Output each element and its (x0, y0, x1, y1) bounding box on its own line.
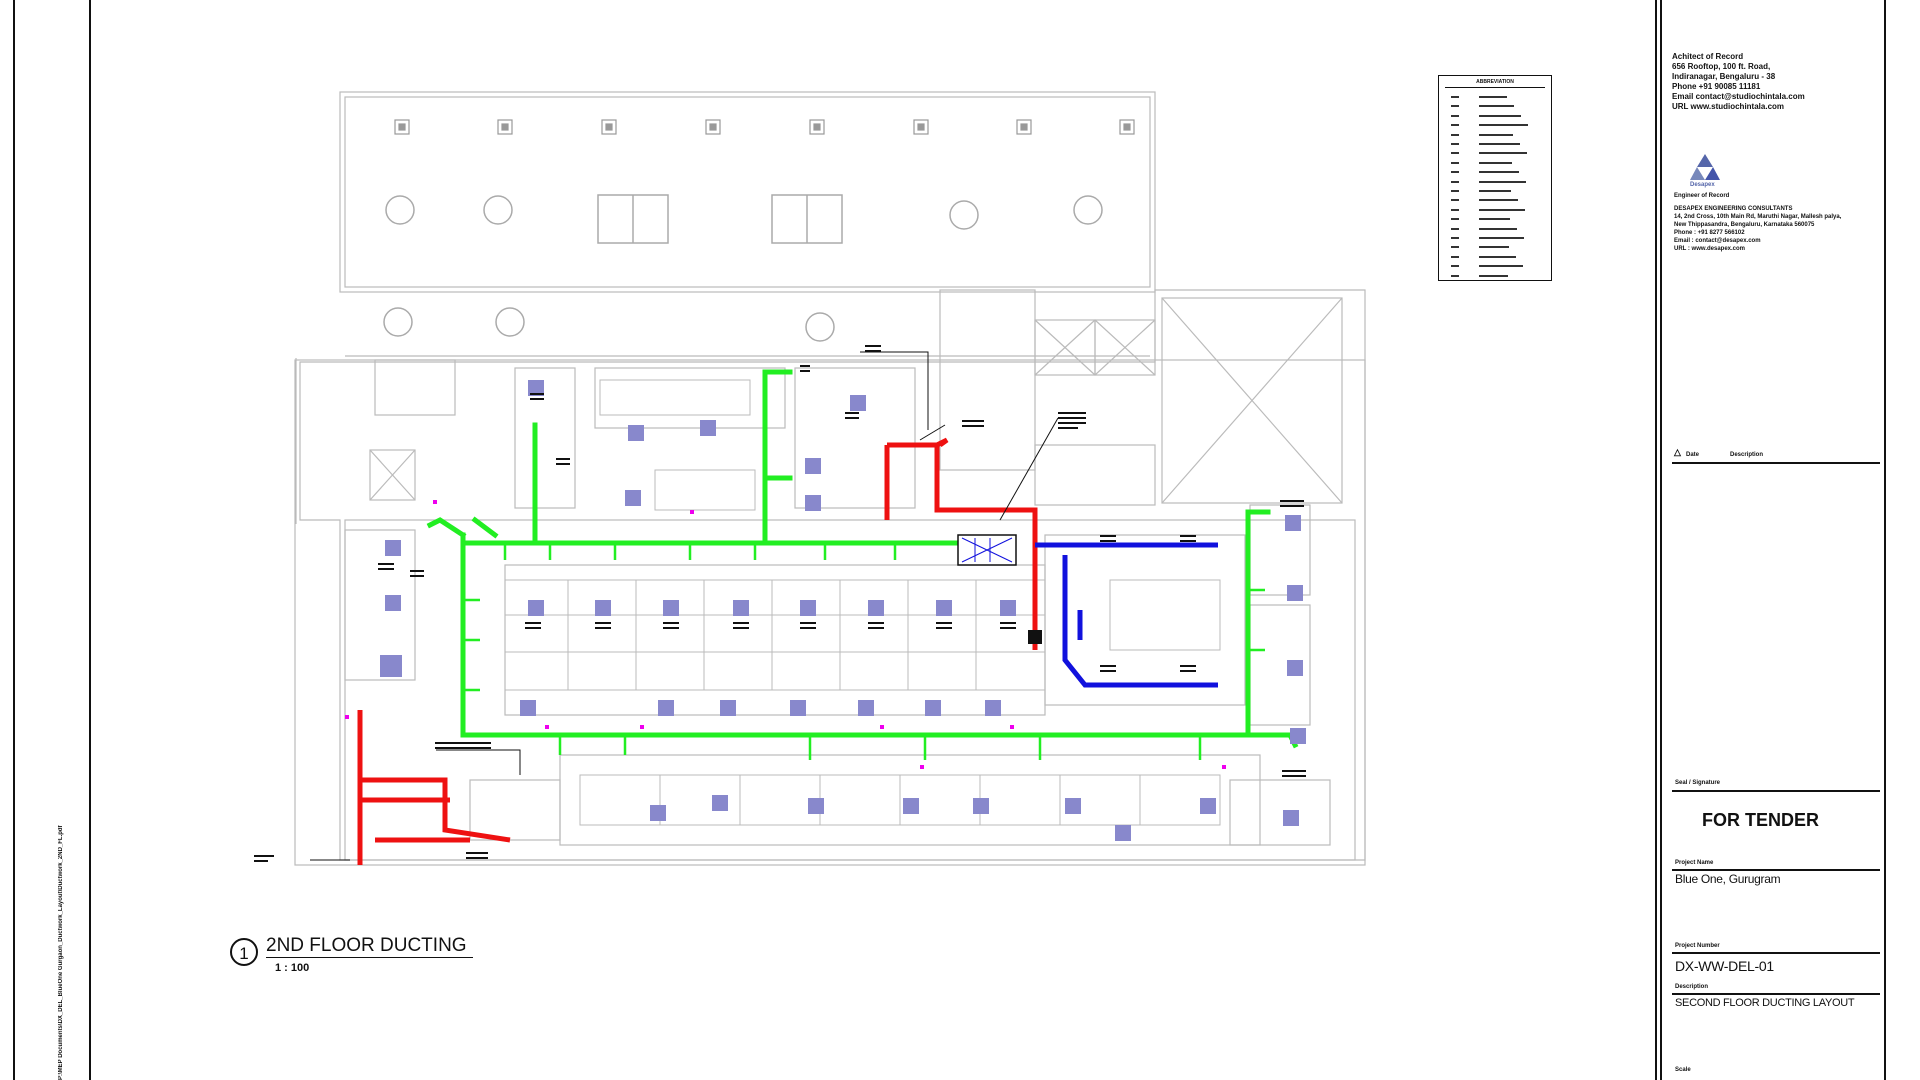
legend-meaning (1479, 96, 1507, 98)
legend-abbrev (1451, 237, 1459, 239)
legend-meaning (1479, 133, 1513, 136)
legend-abbrev (1451, 105, 1459, 108)
legend-abbrev (1451, 124, 1459, 127)
legend-meaning (1479, 246, 1509, 249)
legend-abbrev (1451, 171, 1459, 174)
legend-meaning (1479, 161, 1512, 164)
legend-meaning (1479, 143, 1520, 145)
architect-line-4: Email contact@studiochintala.com (1672, 92, 1805, 101)
legend-meaning (1479, 180, 1526, 183)
supply-branches (463, 543, 1265, 760)
sheet-border-right (1884, 0, 1886, 1080)
legend-meaning (1479, 208, 1525, 211)
architect-line-5: URL www.studiochintala.com (1672, 102, 1785, 111)
legend-abbrev (1451, 161, 1459, 164)
legend-meaning (1479, 114, 1521, 117)
view-scale: 1 : 100 (275, 962, 310, 974)
legend-meaning (1479, 105, 1514, 108)
markers (345, 500, 1226, 769)
building-outline (294, 91, 1366, 866)
legend-meaning (1479, 218, 1510, 221)
legend-meaning (1479, 152, 1527, 155)
engineer-logo-text: Desapex (1690, 182, 1715, 188)
legend-abbrev (1451, 227, 1459, 230)
view-title: 2ND FLOOR DUCTING (266, 935, 473, 958)
sheet-border-inner-left (89, 0, 91, 1080)
view-number: 1 (230, 938, 258, 966)
exhaust-ducts (357, 437, 1038, 865)
legend-meaning (1479, 124, 1528, 127)
abbreviation-legend: ABBREVIATION (1438, 75, 1552, 281)
legend-meaning (1479, 171, 1519, 174)
revision-delta-icon: △ (1674, 447, 1681, 457)
supply-ducts (426, 369, 1299, 749)
project-number-label: Project Number (1675, 943, 1720, 949)
legend-meaning (1479, 274, 1508, 277)
legend-title: ABBREVIATION (1476, 79, 1514, 85)
engineer-line-2: 14, 2nd Cross, 10th Main Rd, Maruthi Nag… (1674, 214, 1842, 220)
scale-label: Scale (1675, 1067, 1691, 1073)
project-name-rule (1672, 869, 1880, 871)
engineer-label: Engineer of Record (1674, 193, 1730, 199)
architect-line-3: Phone +91 90085 11181 (1672, 82, 1761, 91)
revision-description-header: Description (1730, 452, 1764, 458)
legend-abbrev (1451, 190, 1459, 192)
title-block-border-inner (1660, 0, 1662, 1080)
project-number: DX-WW-DEL-01 (1675, 958, 1774, 974)
legend-meaning (1479, 265, 1523, 268)
leader-lines (310, 351, 1059, 861)
legend-abbrev (1451, 133, 1459, 136)
legend-meaning (1479, 237, 1524, 239)
legend-abbrev (1451, 274, 1459, 277)
description-label: Description (1675, 984, 1709, 990)
legend-abbrev (1451, 114, 1459, 117)
seal-label: Seal / Signature (1675, 780, 1721, 786)
columns (394, 119, 1135, 135)
status-stamp: FOR TENDER (1702, 810, 1819, 830)
engineer-line-6: URL : www.desapex.com (1674, 246, 1746, 252)
legend-divider (1445, 87, 1545, 88)
legend-abbrev (1451, 265, 1459, 268)
seal-rule (1672, 790, 1880, 792)
description-rule (1672, 993, 1880, 995)
furniture (383, 194, 1103, 342)
engineer-line-5: Email : contact@desapex.com (1674, 238, 1761, 244)
legend-abbrev (1451, 143, 1459, 145)
desapex-logo-icon (1690, 154, 1720, 180)
project-name: Blue One, Gurugram (1675, 872, 1781, 886)
project-name-label: Project Name (1675, 860, 1714, 866)
annotation-marks (254, 345, 1306, 862)
ahu-unit (957, 534, 1042, 644)
title-block-border-left (1655, 0, 1657, 1080)
legend-abbrev (1451, 96, 1459, 98)
title-block: Achitect of Record 656 Rooftop, 100 ft. … (1660, 0, 1892, 1080)
architect-label: Achitect of Record (1672, 52, 1744, 61)
revision-date-header: Date (1686, 452, 1700, 458)
legend-abbrev (1451, 255, 1459, 258)
revision-rule (1672, 462, 1880, 464)
legend-abbrev (1451, 199, 1459, 202)
legend-meaning (1479, 190, 1511, 192)
engineer-line-3: New Thippasandra, Bengaluru, Karnataka 5… (1674, 222, 1815, 228)
legend-abbrev (1451, 246, 1459, 249)
architect-line-1: 656 Rooftop, 100 ft. Road, (1672, 62, 1771, 71)
legend-abbrev (1451, 152, 1459, 155)
sheet-border-left (13, 0, 15, 1080)
floor-plan-drawing (254, 91, 1366, 866)
legend-meaning (1479, 255, 1516, 258)
diffusers (380, 380, 1306, 841)
fresh-air-ducts (1035, 542, 1218, 688)
architect-line-2: Indiranagar, Bengaluru - 38 (1672, 72, 1776, 81)
legend-abbrev (1451, 180, 1459, 183)
legend-meaning (1479, 227, 1517, 230)
legend-meaning (1479, 199, 1518, 202)
legend-abbrev (1451, 208, 1459, 211)
drawing-description: SECOND FLOOR DUCTING LAYOUT (1675, 997, 1855, 1009)
engineer-line-4: Phone : +91 8277 566102 (1674, 230, 1745, 236)
engineer-line-1: DESAPEX ENGINEERING CONSULTANTS (1674, 206, 1793, 212)
legend-abbrev (1451, 218, 1459, 221)
workstations (504, 379, 1221, 826)
project-number-rule (1672, 952, 1880, 954)
